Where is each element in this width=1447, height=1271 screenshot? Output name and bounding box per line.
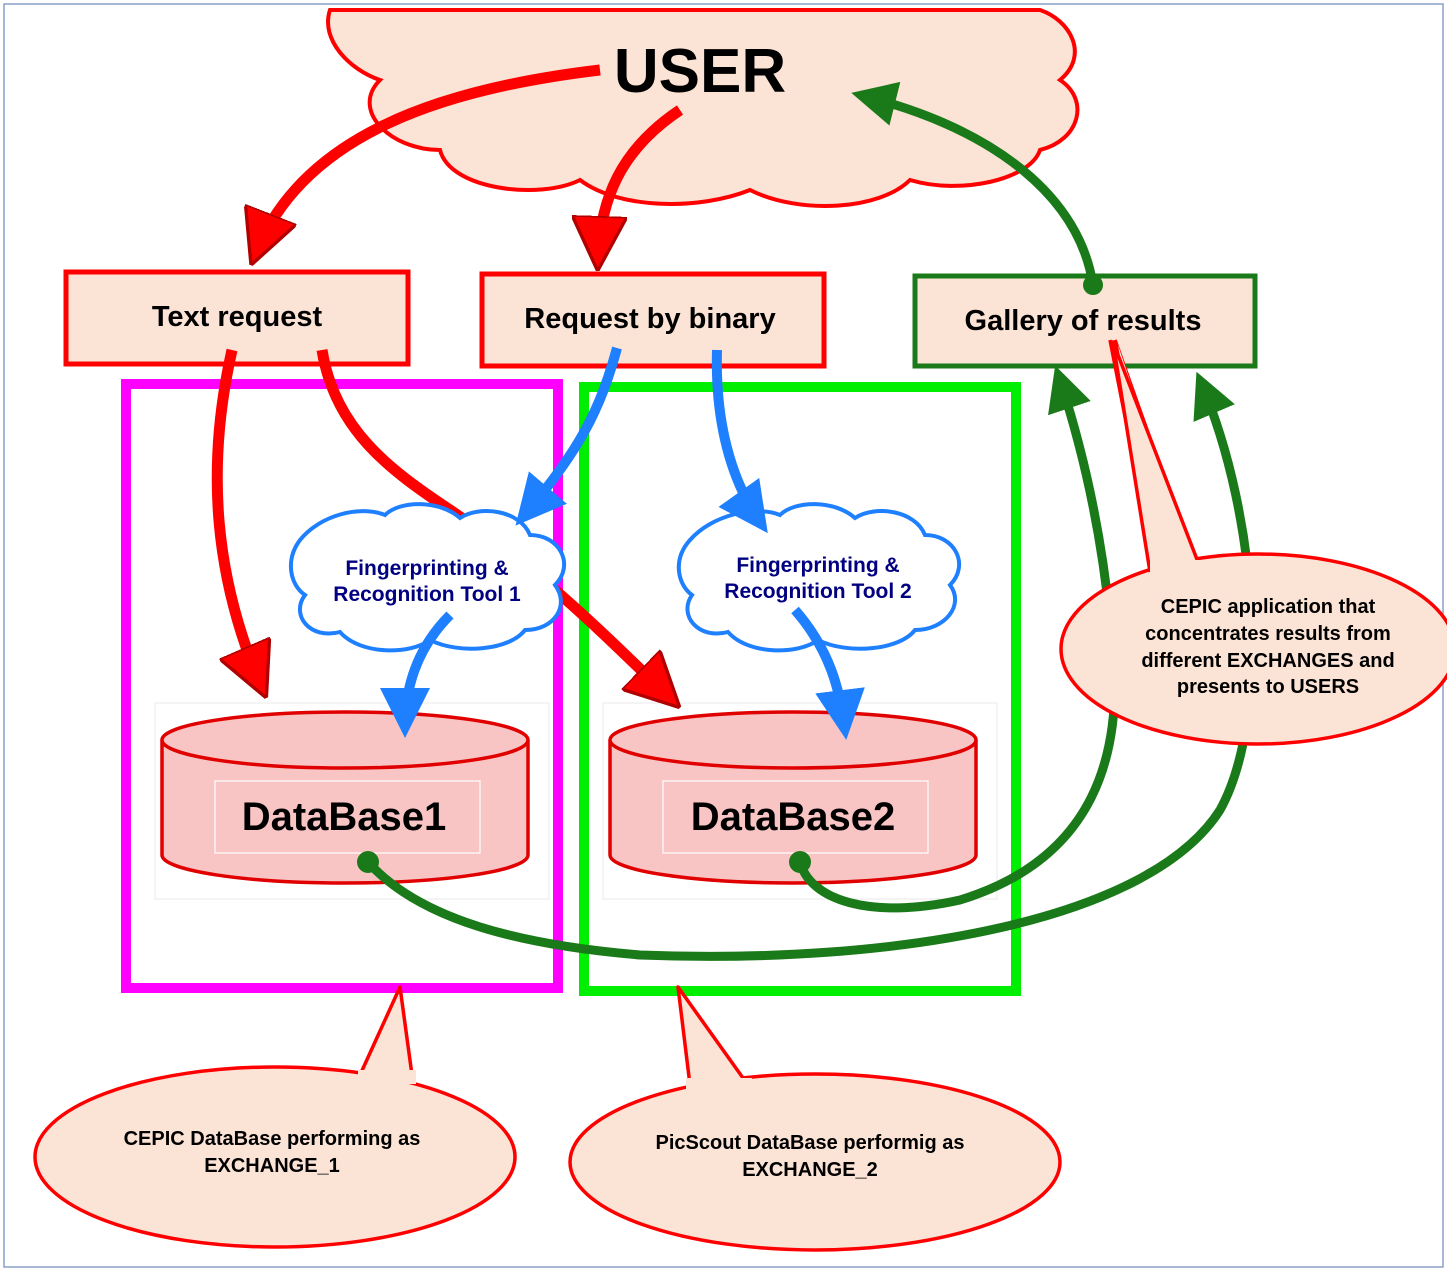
gallery-label: Gallery of results bbox=[965, 305, 1202, 337]
cepic-app-line3: different EXCHANGES and bbox=[1141, 650, 1394, 672]
exchange1-line2: EXCHANGE_1 bbox=[204, 1155, 340, 1177]
tool1-label-line2: Recognition Tool 1 bbox=[333, 583, 521, 606]
db1-connector-dot bbox=[357, 851, 379, 873]
text-request-box: Text request bbox=[63, 269, 411, 367]
database1-label: DataBase1 bbox=[242, 795, 447, 839]
arrow-user-to-text-request bbox=[255, 64, 601, 255]
text-request-label: Text request bbox=[152, 301, 323, 333]
binary-request-label: Request by binary bbox=[524, 303, 775, 335]
database2-cylinder: DataBase2 bbox=[608, 710, 978, 885]
exchange2-frame bbox=[579, 382, 1021, 996]
binary-request-box: Request by binary bbox=[479, 271, 827, 369]
tool1-label-line1: Fingerprinting & bbox=[345, 557, 508, 580]
tool2-label-line1: Fingerprinting & bbox=[736, 554, 899, 577]
gallery-connector-dot bbox=[1083, 275, 1103, 295]
cepic-app-callout: CEPIC application that concentrates resu… bbox=[1059, 339, 1447, 746]
user-cloud: USER bbox=[326, 8, 1080, 209]
exchange2-line1: PicScout DataBase performig as bbox=[656, 1132, 965, 1154]
arrow-binary-to-tool1 bbox=[515, 346, 622, 526]
db2-connector-dot bbox=[789, 851, 811, 873]
cepic-app-line1: CEPIC application that bbox=[1161, 596, 1376, 618]
cepic-app-line2: concentrates results from bbox=[1145, 623, 1391, 645]
arrow-gallery-to-user bbox=[851, 81, 1098, 286]
exchange1-callout: CEPIC DataBase performing as EXCHANGE_1 bbox=[33, 985, 517, 1249]
exchange1-line1: CEPIC DataBase performing as bbox=[124, 1128, 421, 1150]
cepic-app-line4: presents to USERS bbox=[1177, 676, 1359, 698]
arrow-tool2-to-db2 bbox=[791, 606, 865, 740]
user-label: USER bbox=[614, 37, 786, 106]
arrow-text-request-to-db1 bbox=[211, 348, 262, 688]
tool1-cloud: Fingerprinting & Recognition Tool 1 bbox=[288, 502, 567, 653]
exchange2-callout: PicScout DataBase performig as EXCHANGE_… bbox=[568, 985, 1062, 1252]
arrow-binary-to-tool2 bbox=[711, 349, 768, 534]
arrow-db2-to-gallery bbox=[795, 365, 1120, 913]
exchange1-frame bbox=[121, 379, 563, 993]
tool2-cloud: Fingerprinting & Recognition Tool 2 bbox=[676, 502, 962, 653]
arrow-tool1-to-db1 bbox=[380, 611, 454, 738]
tool2-label-line2: Recognition Tool 2 bbox=[724, 580, 911, 603]
database1-cylinder: DataBase1 bbox=[160, 710, 530, 885]
database2-label: DataBase2 bbox=[691, 795, 896, 839]
arrow-user-to-binary-request bbox=[598, 105, 684, 260]
exchange2-line2: EXCHANGE_2 bbox=[742, 1159, 878, 1181]
